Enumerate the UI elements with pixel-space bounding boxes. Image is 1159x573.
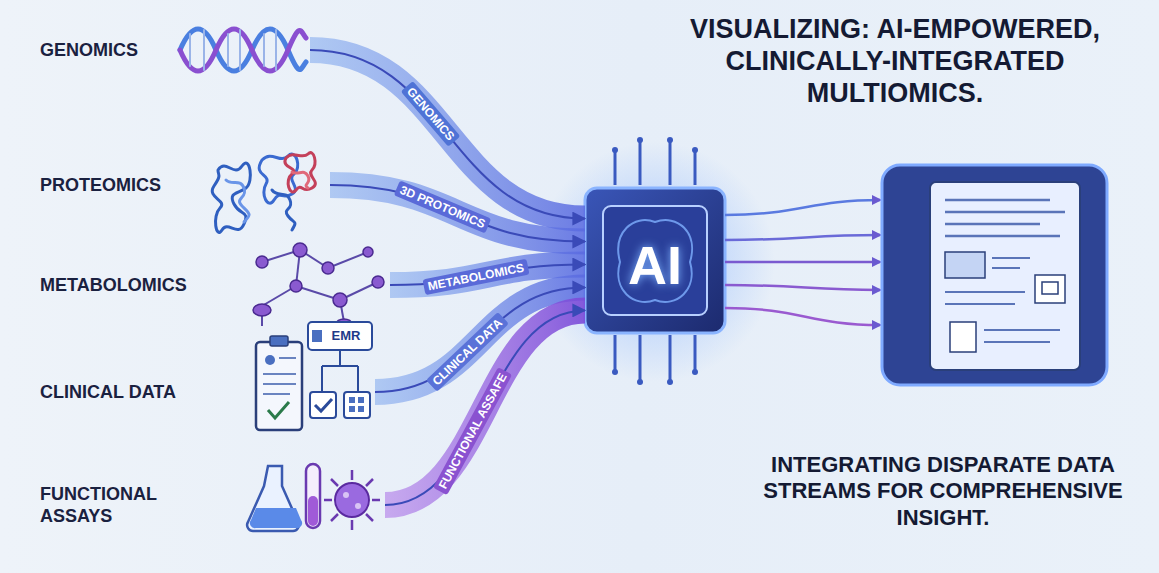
source-node: CLINICAL DATA — [40, 352, 375, 432]
source-node: FUNCTIONAL ASSAYS — [40, 462, 385, 548]
metabolite-network-icon — [253, 243, 384, 329]
clinical-icons — [256, 322, 372, 430]
title: VISUALIZING: AI-EMPOWERED, CLINICALLY-IN… — [640, 14, 1150, 110]
stream-label: GENOMICS — [401, 81, 461, 147]
source-node: GENOMICS — [40, 10, 310, 90]
source-label: CLINICAL DATA — [40, 381, 176, 404]
data-stream — [375, 287, 585, 392]
dna-icon — [180, 29, 306, 71]
caption: INTEGRATING DISPARATE DATA STREAMS FOR C… — [738, 452, 1148, 531]
source-label: GENOMICS — [40, 39, 138, 62]
assay-icons — [247, 464, 380, 531]
source-label: FUNCTIONAL ASSAYS — [40, 483, 190, 528]
source-label: METABOLOMICS — [40, 274, 187, 297]
stream-band — [385, 310, 585, 505]
ai-chip: AI — [585, 188, 725, 341]
stream-band — [375, 287, 585, 392]
protein-icon — [212, 153, 315, 233]
output-panel — [882, 165, 1107, 385]
icon-label: EMR — [322, 325, 370, 347]
stream-line — [375, 287, 585, 392]
data-stream — [385, 310, 585, 505]
output-lines — [725, 200, 880, 325]
source-node: METABOLOMICS — [40, 245, 390, 325]
source-node: PROTEOMICS — [40, 145, 330, 225]
chip-label: AI — [585, 188, 725, 341]
source-label: PROTEOMICS — [40, 174, 161, 197]
stream-line — [385, 310, 585, 505]
